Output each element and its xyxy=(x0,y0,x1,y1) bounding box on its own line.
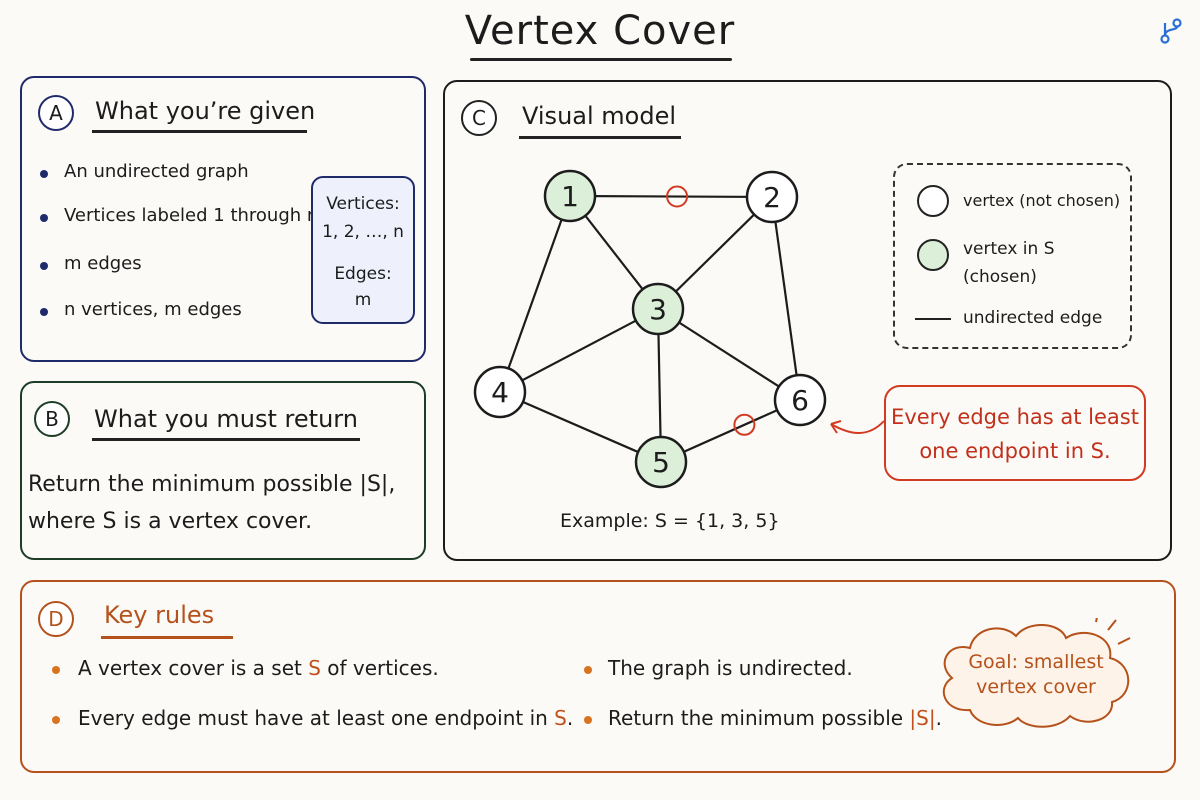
edge-3-6 xyxy=(657,308,801,401)
bullet-dot xyxy=(584,666,592,674)
edges-value: m xyxy=(354,290,372,310)
callout-line-2: one endpoint in S. xyxy=(919,439,1111,463)
vertex-circle xyxy=(773,373,827,427)
panel-c-heading: Visual model xyxy=(522,102,677,130)
cover-callout: Every edge has at least one endpoint in … xyxy=(884,385,1146,481)
legend-vertex-icon xyxy=(917,185,949,217)
legend-edge-label: undirected edge xyxy=(963,308,1103,328)
title-underline xyxy=(470,58,732,61)
panel-what-given xyxy=(20,76,426,362)
panel-d-heading-underline xyxy=(101,636,233,639)
legend-edge-line xyxy=(915,318,951,320)
panel-a-heading: What you’re given xyxy=(95,97,316,125)
vertex-6[interactable]: 6 xyxy=(773,373,827,427)
bullet-dot xyxy=(52,716,60,724)
rule-item-4: Return the minimum possible |S|. xyxy=(608,706,942,730)
vertex-label: 4 xyxy=(491,376,509,409)
vertex-1[interactable]: 1 xyxy=(543,169,597,223)
edge-mark-1-2 xyxy=(666,185,689,208)
edge-4-5 xyxy=(499,390,662,464)
vertex-label: 5 xyxy=(652,446,670,479)
goal-text: Goal: smallest vertex cover xyxy=(950,650,1122,700)
bullet-dot xyxy=(40,262,48,270)
bullet-dot xyxy=(40,308,48,316)
badge-b: B xyxy=(34,401,70,437)
vertex-5[interactable]: 5 xyxy=(634,435,688,489)
edge-2-3 xyxy=(657,196,773,310)
vertices-edges-box: Vertices: 1, 2, …, n Edges: m xyxy=(311,176,415,324)
list-item: Vertices labeled 1 through n xyxy=(64,205,319,226)
panel-visual-model xyxy=(443,80,1172,561)
goal-line-1: Goal: smallest xyxy=(968,651,1104,673)
vertex-2[interactable]: 2 xyxy=(745,170,799,224)
rule-item-3: The graph is undirected. xyxy=(608,656,853,680)
return-line-2: where S is a vertex cover. xyxy=(28,509,313,534)
list-item: An undirected graph xyxy=(64,161,249,182)
vertex-circle xyxy=(543,169,597,223)
branch-icon[interactable] xyxy=(1156,16,1186,46)
vertex-label: 3 xyxy=(649,293,667,326)
list-item: n vertices, m edges xyxy=(64,299,242,320)
legend: vertex (not chosen) vertex in S (chosen)… xyxy=(893,163,1132,349)
legend-chosen-sublabel: (chosen) xyxy=(963,267,1037,287)
rule-item-2: Every edge must have at least one endpoi… xyxy=(78,706,574,730)
callout-arrow-head xyxy=(830,420,842,434)
badge-c: C xyxy=(461,100,497,136)
vertex-3[interactable]: 3 xyxy=(631,282,685,336)
edge-mark-5-6 xyxy=(733,413,756,436)
page-title: Vertex Cover xyxy=(464,8,736,54)
bullet-dot xyxy=(584,716,592,724)
vertex-circle xyxy=(473,365,527,419)
vertices-value: 1, 2, …, n xyxy=(322,222,404,242)
bullet-dot xyxy=(40,214,48,222)
bullet-dot xyxy=(52,666,60,674)
panel-d-heading: Key rules xyxy=(104,601,215,629)
legend-chosen-vertex-icon xyxy=(917,239,949,271)
panel-a-heading-underline xyxy=(92,130,307,133)
legend-not-chosen-label: vertex (not chosen) xyxy=(963,191,1121,210)
edges-layer xyxy=(498,194,802,464)
panel-b-heading: What you must return xyxy=(94,405,358,433)
cover-marks-layer xyxy=(666,185,756,436)
legend-chosen-label: vertex in S xyxy=(963,239,1055,259)
goal-cloud-shape xyxy=(942,618,1131,728)
panel-b-heading-underline xyxy=(92,438,360,441)
badge-d: D xyxy=(38,601,74,637)
return-line-1: Return the minimum possible |S|, xyxy=(28,472,396,497)
panel-key-rules xyxy=(20,580,1176,773)
vertex-4[interactable]: 4 xyxy=(473,365,527,419)
goal-line-2: vertex cover xyxy=(976,676,1096,698)
vertex-circle xyxy=(631,282,685,336)
callout-arrow xyxy=(830,420,885,434)
edge-3-4 xyxy=(499,308,659,393)
rule-item-1: A vertex cover is a set S of vertices. xyxy=(78,656,439,680)
example-set: Example: S = {1, 3, 5} xyxy=(560,510,780,532)
panel-what-return xyxy=(20,381,426,560)
badge-a: A xyxy=(38,95,74,131)
edge-2-6 xyxy=(770,196,802,401)
vertex-label: 2 xyxy=(763,181,781,214)
panel-c-heading-underline xyxy=(519,136,681,139)
vertex-circle xyxy=(634,435,688,489)
vertices-label: Vertices: xyxy=(326,194,400,214)
list-item: m edges xyxy=(64,253,142,274)
vertex-label: 6 xyxy=(791,384,809,417)
vertex-label: 1 xyxy=(561,180,579,213)
bullet-dot xyxy=(40,170,48,178)
return-description: Return the minimum possible |S|, where S… xyxy=(28,466,395,540)
edge-1-4 xyxy=(498,195,572,393)
callout-line-1: Every edge has at least xyxy=(891,405,1139,429)
edge-1-2 xyxy=(569,194,773,199)
vertex-circle xyxy=(745,170,799,224)
graph-svg: 1 2 3 4 5 6 xyxy=(473,169,885,489)
edges-label: Edges: xyxy=(334,264,392,284)
nodes-layer: 1 2 3 4 5 6 xyxy=(473,169,827,489)
